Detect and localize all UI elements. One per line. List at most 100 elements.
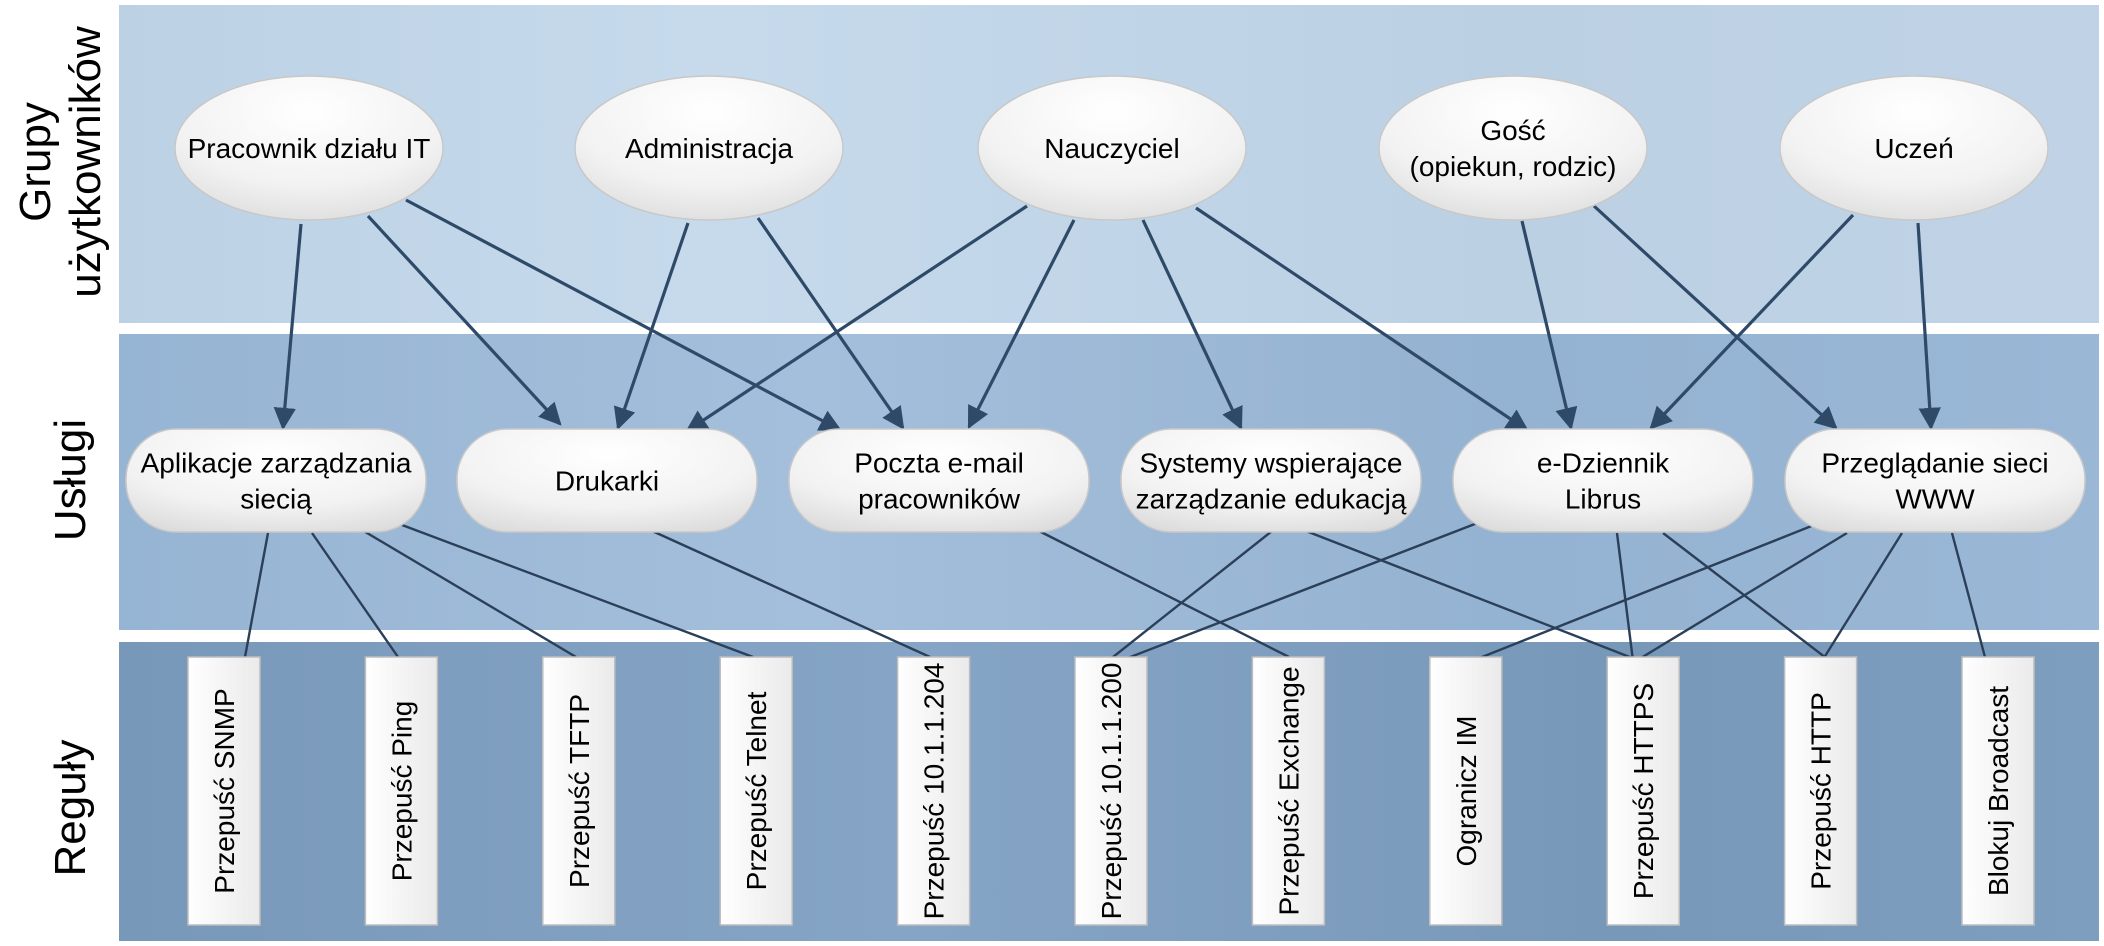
rule-box xyxy=(1074,656,1148,926)
band-label-rules: Reguły xyxy=(46,740,95,877)
rule-label: Przepuść 10.1.1.204 xyxy=(919,663,950,920)
rule-box xyxy=(1251,656,1326,926)
service-box xyxy=(456,428,758,533)
service-node-email: Poczta e-mail pracowników xyxy=(788,428,1090,533)
group-label: Administracja xyxy=(625,133,793,164)
group-ellipse xyxy=(977,75,1247,221)
band-label-text: Reguły xyxy=(46,740,95,877)
rule-node-exchange: Przepuść Exchange xyxy=(1251,656,1326,926)
rule-box xyxy=(1429,656,1503,926)
rule-box xyxy=(542,656,616,926)
arrow-it-email xyxy=(405,198,842,432)
rule-box xyxy=(1606,656,1680,926)
rule-node-snmp: Przepuść SNMP xyxy=(187,656,261,926)
arrow-it-printers xyxy=(366,214,562,426)
rule-box xyxy=(896,656,971,926)
link-netmgmt-ping xyxy=(311,532,399,658)
arrow-teacher-email xyxy=(967,219,1076,429)
service-label: WWW xyxy=(1895,484,1975,515)
link-netmgmt-snmp xyxy=(243,532,270,658)
link-printers-ip204 xyxy=(649,528,931,659)
rule-label: Przepuść SNMP xyxy=(209,688,240,893)
rule-node-ip200: Przepuść 10.1.1.200 xyxy=(1074,656,1148,926)
link-www-broadcast xyxy=(1950,532,1988,662)
service-label: Przeglądanie sieci xyxy=(1821,448,2048,479)
group-ellipse xyxy=(574,75,844,221)
service-box xyxy=(125,428,427,533)
group-label: Gość xyxy=(1480,115,1545,146)
group-ellipse xyxy=(174,75,444,221)
group-node-guest: Gość (opiekun, rodzic) xyxy=(1378,75,1648,221)
link-librus-http xyxy=(1662,532,1831,662)
service-box xyxy=(1452,428,1754,533)
rule-node-http: Przepuść HTTP xyxy=(1783,656,1858,926)
service-box xyxy=(1784,428,2086,533)
arrow-guest-www xyxy=(1592,204,1838,430)
link-librus-ip200 xyxy=(1119,520,1481,663)
group-ellipse xyxy=(1779,75,2049,221)
arrow-teacher-edu xyxy=(1141,219,1243,431)
service-node-printers: Drukarki xyxy=(456,428,758,533)
service-box xyxy=(1120,428,1422,533)
rule-label: Przepuść Exchange xyxy=(1273,666,1304,915)
service-label: Librus xyxy=(1565,484,1641,515)
rule-box xyxy=(364,656,439,926)
rule-label: Przepuść 10.1.1.200 xyxy=(1096,663,1127,920)
link-edu-ip200 xyxy=(1107,530,1273,662)
link-netmgmt-tftp xyxy=(361,528,577,659)
service-label: zarządzanie edukacją xyxy=(1136,484,1407,515)
link-librus-https xyxy=(1615,532,1635,662)
edges-layer xyxy=(243,198,1988,663)
rules-layer: Przepuść SNMP Przepuść Ping Przepuść TFTP P… xyxy=(187,656,2035,926)
group-node-teacher: Nauczyciel xyxy=(977,75,1247,221)
group-node-admin: Administracja xyxy=(574,75,844,221)
rule-label: Przepuść HTTPS xyxy=(1628,683,1659,899)
band-label-text: użytkowników xyxy=(61,26,110,298)
rule-label: Przepuść TFTP xyxy=(564,694,595,888)
rule-label: Blokuj Broadcast xyxy=(1983,686,2014,896)
service-label: Systemy wspierające xyxy=(1140,448,1403,479)
group-label: (opiekun, rodzic) xyxy=(1410,151,1617,182)
rule-node-im: Ogranicz IM xyxy=(1429,656,1503,926)
arrow-teacher-librus xyxy=(1195,206,1529,432)
group-node-student: Uczeń xyxy=(1779,75,2049,221)
rule-node-ping: Przepuść Ping xyxy=(364,656,439,926)
service-label: siecią xyxy=(240,484,312,515)
link-www-https xyxy=(1635,531,1848,663)
rule-label: Ogranicz IM xyxy=(1451,716,1482,867)
group-label: Pracownik działu IT xyxy=(188,133,431,164)
rule-box xyxy=(1783,656,1858,926)
rule-node-tftp: Przepuść TFTP xyxy=(542,656,616,926)
rule-label: Przepuść Telnet xyxy=(741,691,772,890)
link-www-http xyxy=(1820,532,1904,662)
band-label-services: Usługi xyxy=(46,419,95,541)
arrow-guest-librus xyxy=(1520,220,1578,431)
service-label: Poczta e-mail xyxy=(854,448,1024,479)
service-label: Drukarki xyxy=(555,466,659,497)
band-label-text: Grupy xyxy=(11,102,60,222)
rule-node-https: Przepuść HTTPS xyxy=(1606,656,1680,926)
rule-node-telnet: Przepuść Telnet xyxy=(719,656,793,926)
rule-box xyxy=(1961,656,2035,926)
rule-label: Przepuść Ping xyxy=(386,701,417,882)
arrow-student-librus xyxy=(1649,213,1855,430)
link-www-im xyxy=(1471,523,1815,663)
arrow-teacher-printers xyxy=(685,204,1028,433)
groups-layer: Pracownik działu IT Administracja Nauczyci… xyxy=(174,75,2049,221)
service-label: pracowników xyxy=(858,484,1021,515)
link-edu-https xyxy=(1305,529,1641,663)
rule-box xyxy=(187,656,261,926)
link-netmgmt-telnet xyxy=(401,523,754,659)
rule-node-ip204: Przepuść 10.1.1.204 xyxy=(896,656,971,926)
arrow-admin-email xyxy=(756,217,905,430)
service-node-edu: Systemy wspierające zarządzanie edukacją xyxy=(1120,428,1422,533)
rule-node-broadcast: Blokuj Broadcast xyxy=(1961,656,2035,926)
band-label-text: Usługi xyxy=(46,419,95,541)
group-label: Nauczyciel xyxy=(1044,133,1179,164)
